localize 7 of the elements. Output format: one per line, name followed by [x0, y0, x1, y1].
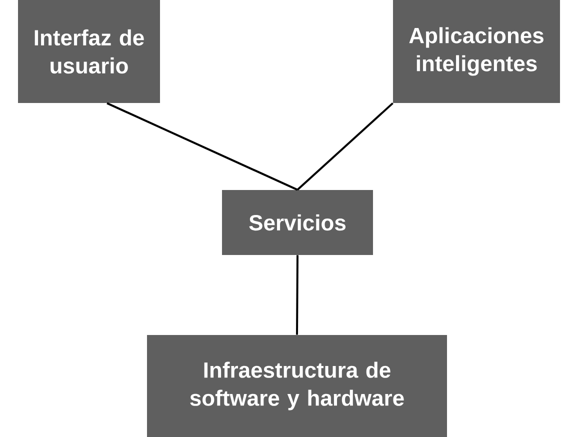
connector-line — [106, 102, 298, 191]
connector-line — [296, 255, 298, 335]
process-box: Interfaz de usuario — [18, 0, 160, 103]
process-box: Infraestructura de software y hardware — [147, 335, 447, 437]
process-box: Servicios — [222, 190, 373, 255]
connector-line — [296, 102, 394, 191]
process-box: Aplicaciones inteligentes — [393, 0, 560, 103]
